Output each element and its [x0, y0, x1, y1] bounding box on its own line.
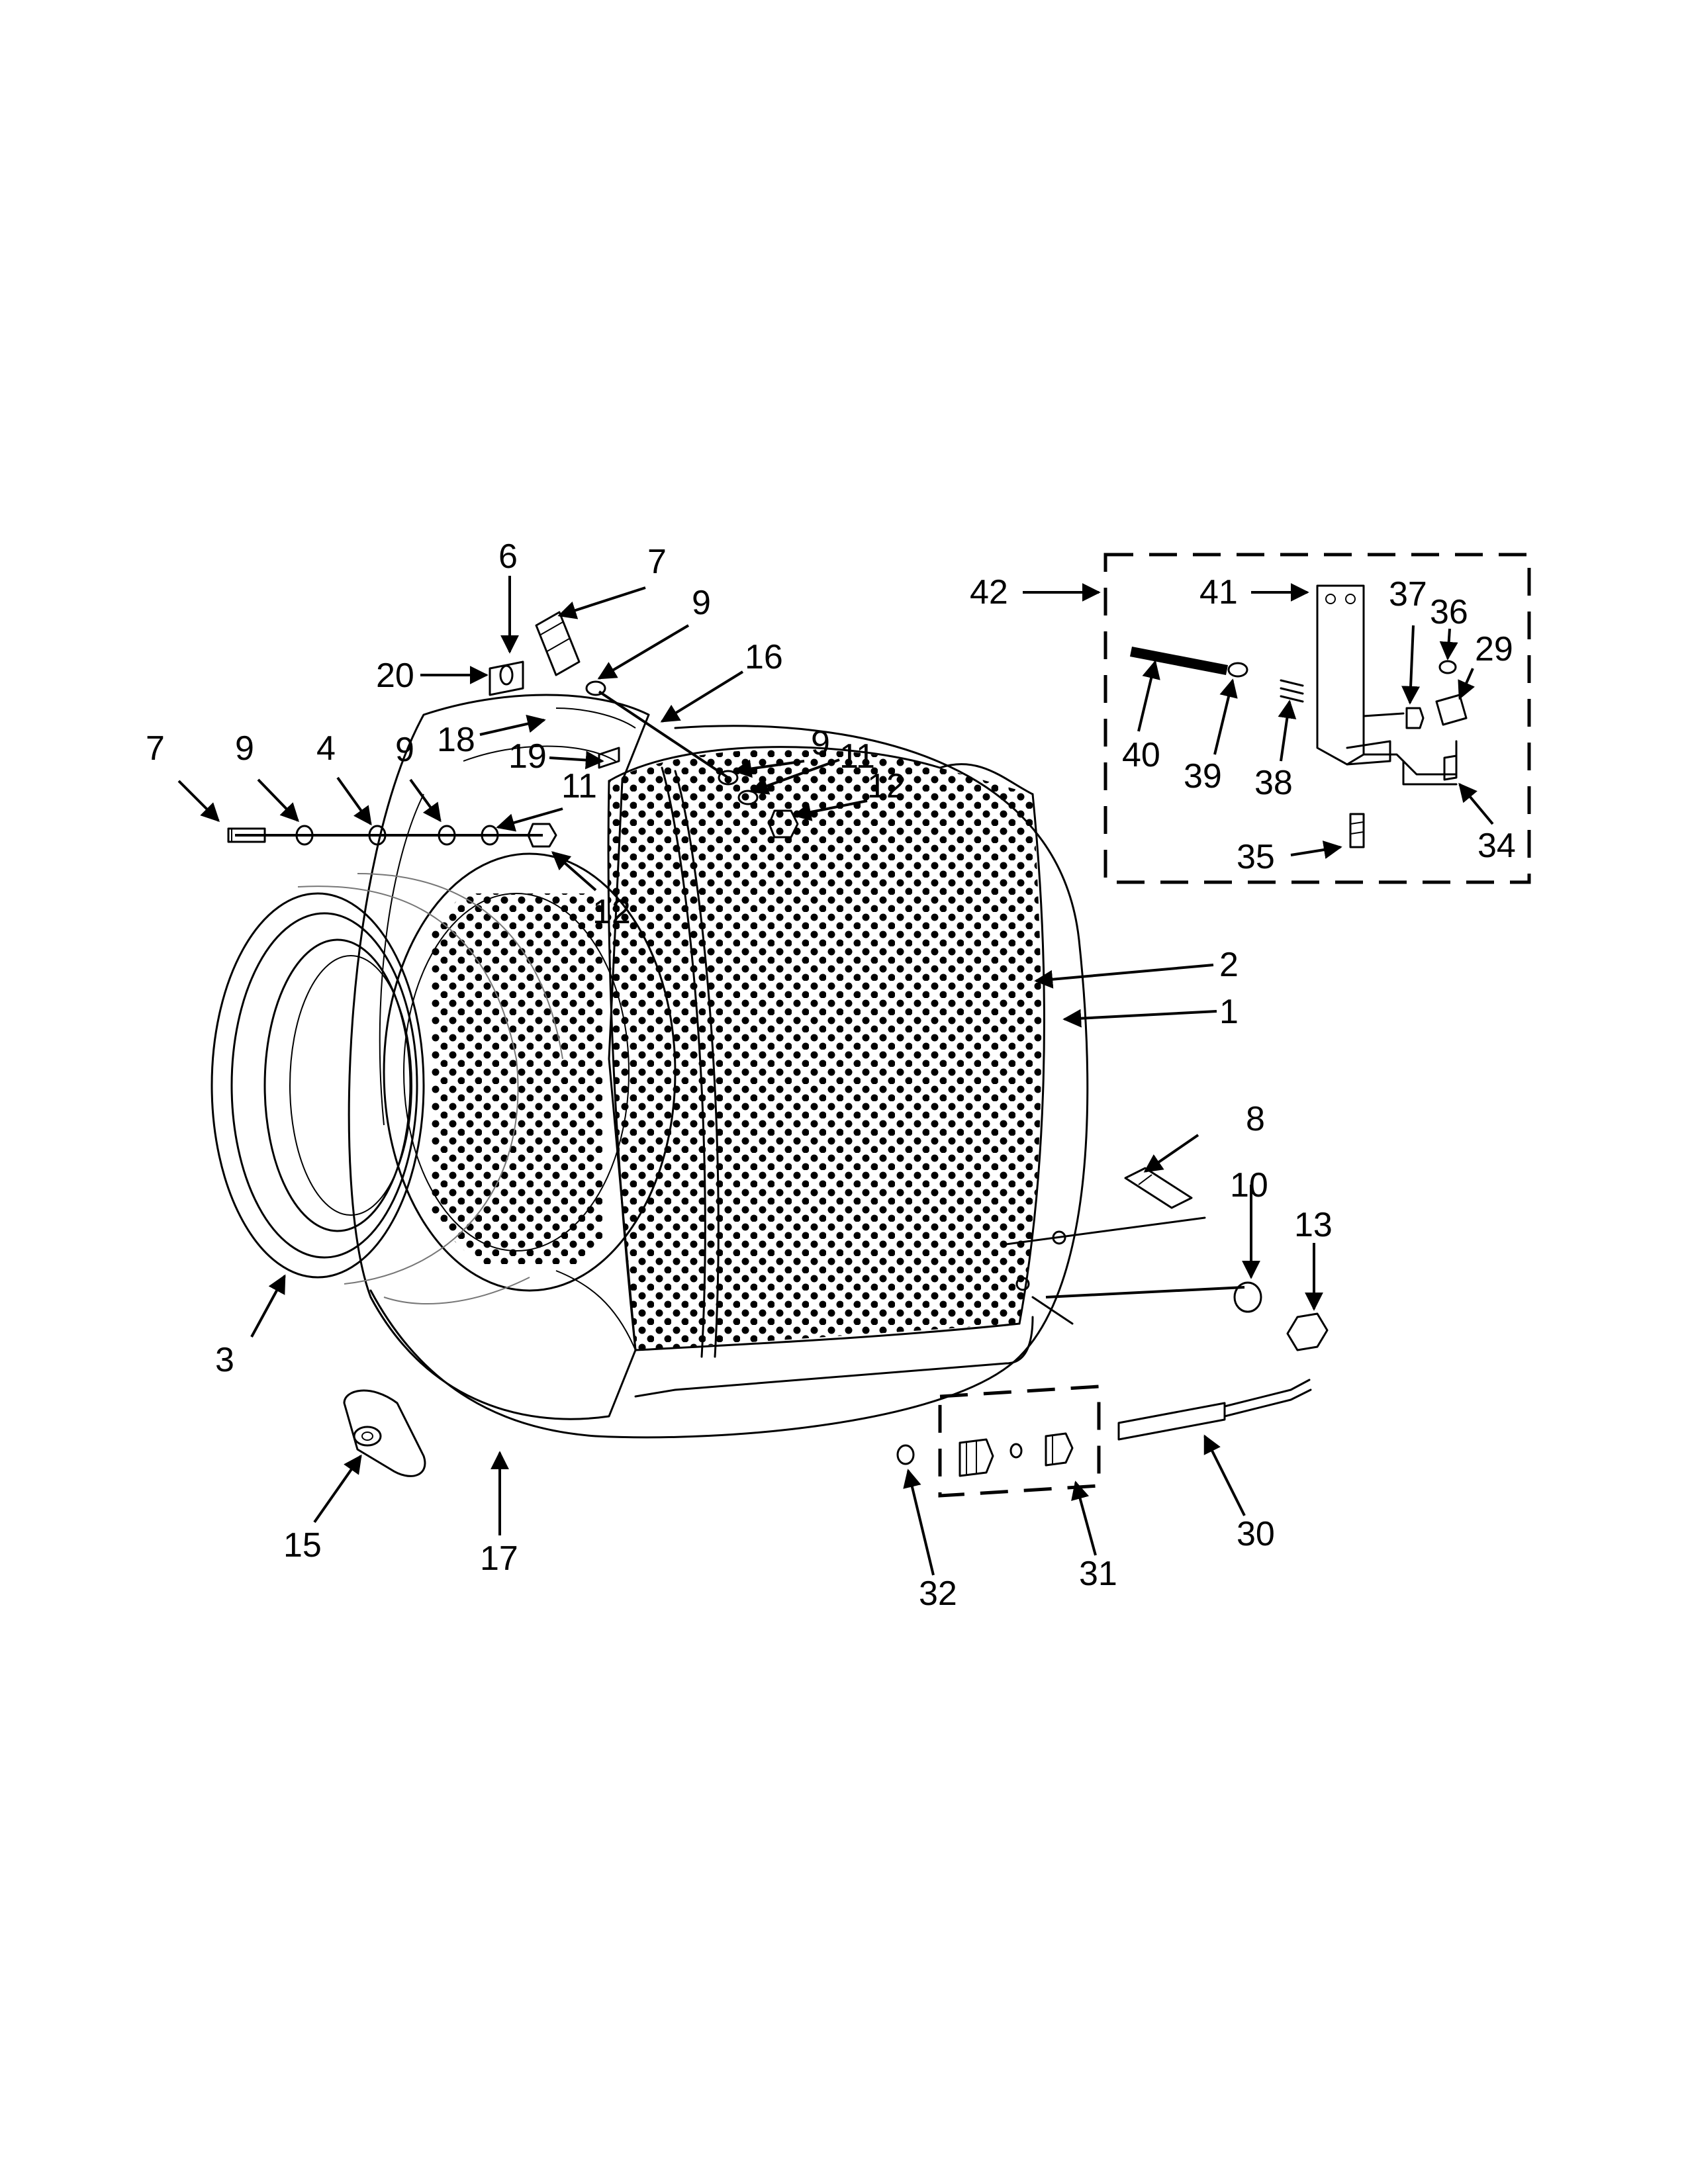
callout-16: 16: [745, 638, 783, 676]
front-foot: [343, 1389, 426, 1477]
callout-34: 34: [1477, 827, 1516, 865]
callout-38: 38: [1254, 764, 1293, 802]
callout-41: 41: [1199, 573, 1238, 612]
callout-42: 42: [970, 573, 1008, 612]
callout-11-left: 11: [561, 767, 597, 805]
leader-lines: [177, 576, 1494, 1576]
callout-13: 13: [1294, 1206, 1333, 1244]
callout-9-left: 9: [235, 729, 254, 768]
callout-30: 30: [1237, 1515, 1275, 1553]
callout-1: 1: [1219, 993, 1239, 1031]
callout-11-right: 11: [839, 737, 875, 776]
heater-assembly: [896, 1379, 1312, 1498]
callout-9-mid: 9: [395, 731, 414, 769]
callout-15: 15: [283, 1526, 322, 1565]
basket-front-ring: [383, 852, 677, 1292]
callout-10: 10: [1230, 1166, 1268, 1205]
callout-12-right: 12: [867, 767, 906, 805]
inner-drum: [607, 746, 1045, 1358]
callout-7-left: 7: [146, 729, 165, 768]
callout-32: 32: [919, 1574, 957, 1613]
rear-hardware: [634, 1167, 1329, 1398]
top-hardware: [535, 611, 799, 839]
callout-20: 20: [376, 657, 414, 695]
outer-tub: [369, 725, 1206, 1439]
callout-labels: 1 2 3 4 6 7 7 8 9 9 9 9 10 11 11 12 12 1…: [146, 537, 1516, 1613]
callout-18: 18: [437, 721, 475, 759]
callout-39: 39: [1184, 757, 1222, 796]
top-bracket: [489, 660, 524, 696]
callout-8: 8: [1246, 1100, 1265, 1138]
callout-17: 17: [480, 1539, 518, 1578]
callout-2: 2: [1219, 946, 1239, 984]
callout-29: 29: [1475, 630, 1513, 668]
callout-9-right: 9: [811, 724, 830, 762]
callout-40: 40: [1122, 736, 1160, 774]
callout-31: 31: [1079, 1555, 1117, 1593]
kit-box: [1103, 553, 1531, 884]
door-bellows: [211, 873, 563, 1304]
callout-7-top: 7: [647, 543, 667, 581]
callout-9-top: 9: [692, 584, 711, 622]
front-hardware: [227, 823, 557, 848]
callout-36: 36: [1430, 593, 1468, 631]
callout-12-left: 12: [592, 893, 631, 931]
callout-37: 37: [1389, 575, 1427, 614]
callout-19: 19: [508, 737, 547, 776]
callout-4: 4: [316, 729, 336, 768]
callout-6: 6: [498, 537, 518, 576]
callout-3: 3: [215, 1341, 234, 1379]
callout-35: 35: [1237, 838, 1275, 876]
